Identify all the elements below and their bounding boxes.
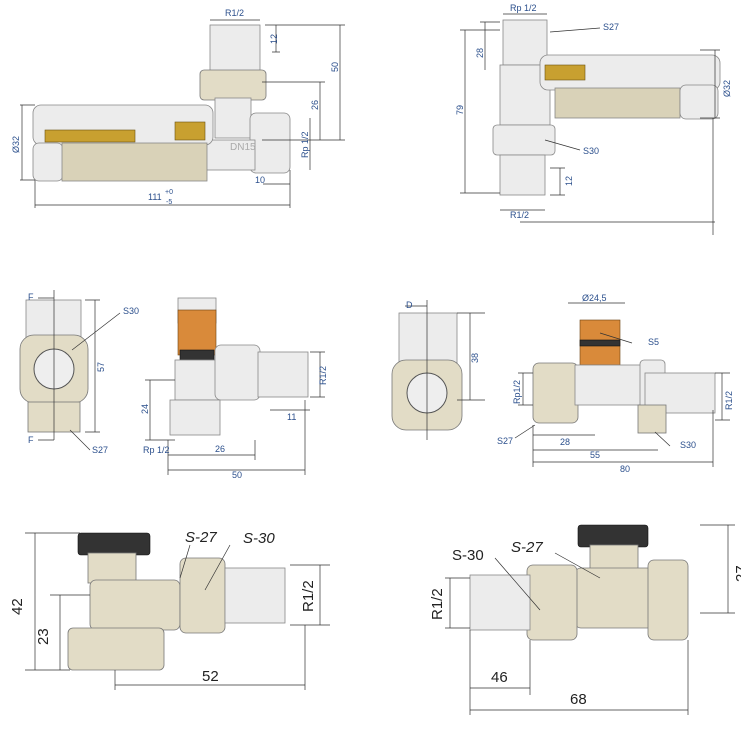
handwheel xyxy=(77,532,151,556)
view-mid-left-side: R1/2 24 11 Rp 1/2 26 50 xyxy=(140,297,328,480)
dim-52: 52 xyxy=(202,668,219,685)
dim-50: 50 xyxy=(330,62,340,72)
dim-26: 26 xyxy=(215,444,225,454)
dim-42: 42 xyxy=(9,598,26,615)
dim-r12: R1/2 xyxy=(225,8,244,18)
valve-body xyxy=(574,567,656,629)
dim-23: 23 xyxy=(35,628,52,645)
dim-r12: R1/2 xyxy=(429,588,446,620)
head-sleeve xyxy=(554,87,681,119)
inlet-thread xyxy=(499,154,546,196)
dim-r12: R1/2 xyxy=(300,580,317,612)
dim-57: 57 xyxy=(96,362,106,372)
view-mid-left-front: F S30 57 F S27 xyxy=(19,290,139,455)
label-s30: S30 xyxy=(583,146,599,156)
dim-79: 79 xyxy=(455,105,465,115)
label-s-30: S-30 xyxy=(452,547,484,564)
label-s-30: S-30 xyxy=(243,530,275,547)
dim-26: 26 xyxy=(310,100,320,110)
union-nut xyxy=(526,564,578,641)
dim-rp12: Rp 1/2 xyxy=(510,3,537,13)
dim-46: 46 xyxy=(491,669,508,686)
inlet-nut xyxy=(532,362,579,424)
spring xyxy=(44,129,136,143)
union-nut xyxy=(179,557,226,634)
dim-12: 12 xyxy=(269,34,279,44)
label-d: D xyxy=(406,300,413,310)
view-mid-right-front: D 38 xyxy=(391,300,485,440)
label-s5: S5 xyxy=(648,337,659,347)
seal xyxy=(579,339,621,347)
label-f-top: F xyxy=(28,292,34,302)
label-s-27: S-27 xyxy=(511,539,543,556)
dim-38: 38 xyxy=(470,353,480,363)
dn-label: DN15 xyxy=(230,142,256,153)
dim-12: 12 xyxy=(564,176,574,186)
view-top-right: Rp 1/2 S27 28 79 Ø32 S30 12 R1/2 xyxy=(455,3,732,235)
dim-10: 10 xyxy=(255,175,265,185)
view-bottom-left: S-27 S-30 42 23 R1/2 52 xyxy=(9,529,330,690)
view-mid-right-side: Ø24,5 S5 Rp1/2 R1/2 S27 28 55 S30 80 xyxy=(497,293,734,474)
dim-r12: R1/2 xyxy=(724,391,734,410)
outlet-socket xyxy=(502,19,548,66)
valve-body xyxy=(574,364,646,406)
inlet-nut xyxy=(67,627,165,671)
dim-r12: R1/2 xyxy=(510,210,529,220)
label-s27: S27 xyxy=(603,22,619,32)
head-cap xyxy=(32,142,64,182)
dim-dia32: Ø32 xyxy=(722,80,732,97)
label-s30: S30 xyxy=(123,306,139,316)
union-nut xyxy=(214,344,261,401)
dim-11: 11 xyxy=(287,412,296,422)
label-s27: S27 xyxy=(497,436,513,446)
insert xyxy=(544,64,586,81)
label-s30: S30 xyxy=(680,440,696,450)
insert xyxy=(177,309,217,356)
inlet-nut xyxy=(169,399,221,436)
union-nut xyxy=(199,69,267,101)
dim-24: 24 xyxy=(140,404,150,414)
dim-dia32: Ø32 xyxy=(11,136,21,153)
dim-28: 28 xyxy=(475,48,485,58)
insert xyxy=(174,121,206,141)
dim-r12: R1/2 xyxy=(318,366,328,385)
outlet-pipe xyxy=(257,351,309,398)
label-s-27: S-27 xyxy=(185,529,217,546)
dim-dia24-5: Ø24,5 xyxy=(582,293,607,303)
tolerance-minus: -5 xyxy=(166,199,172,206)
label-f-bottom: F xyxy=(28,435,34,445)
body-top xyxy=(25,299,82,339)
label-s27: S27 xyxy=(92,445,108,455)
dim-27: 27 xyxy=(733,565,741,582)
valve-body xyxy=(174,359,221,401)
dim-50: 50 xyxy=(232,470,242,480)
inlet-nut xyxy=(249,112,291,174)
dim-55: 55 xyxy=(590,450,600,460)
outlet-pipe xyxy=(209,24,261,76)
dim-rp12: Rp1/2 xyxy=(512,380,522,404)
dim-rp12: Rp 1/2 xyxy=(300,131,310,158)
view-top-left: DN15 R1/2 12 50 26 Rp 1/2 Ø32 10 111 +0 … xyxy=(11,8,345,208)
tolerance-plus: +0 xyxy=(165,189,173,196)
inlet-nut xyxy=(647,559,689,641)
outlet-tail xyxy=(224,567,286,624)
dim-28: 28 xyxy=(560,437,570,447)
bonnet xyxy=(589,544,639,571)
dim-68: 68 xyxy=(570,691,587,708)
outlet-nut xyxy=(637,404,667,434)
dim-80: 80 xyxy=(620,464,630,474)
dim-rp12: Rp 1/2 xyxy=(143,445,170,455)
bonnet xyxy=(87,552,137,584)
head-cap xyxy=(679,84,719,120)
handwheel xyxy=(577,524,649,548)
view-bottom-right: S-30 S-27 27 R1/2 46 68 xyxy=(429,524,741,715)
dim-111: 111 xyxy=(148,192,162,202)
valve-neck xyxy=(214,97,252,139)
head-sleeve xyxy=(61,142,208,182)
body-top xyxy=(398,312,458,364)
valve-body xyxy=(89,579,181,631)
valve-body xyxy=(204,139,256,171)
outlet-tail xyxy=(469,574,531,631)
